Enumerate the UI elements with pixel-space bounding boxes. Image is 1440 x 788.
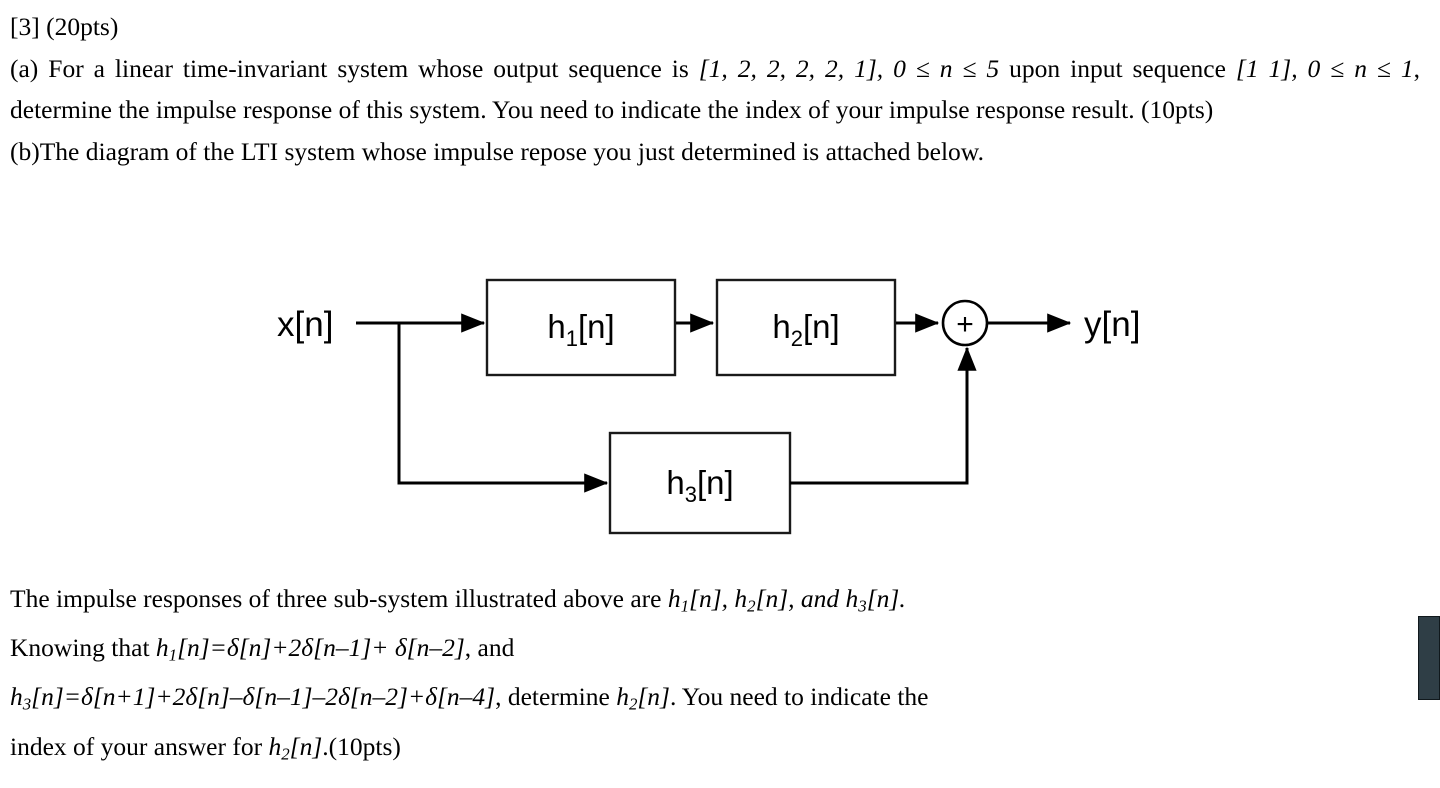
closing-line-4: index of your answer for h2[n].(10pts) xyxy=(10,726,1420,775)
closing-h2-sub: 2 xyxy=(747,596,756,616)
h2-ref-sub-2: 2 xyxy=(281,744,290,764)
lti-system-block-diagram: h1[n] h2[n] + xyxy=(0,250,1440,560)
vertical-scrollbar-thumb[interactable] xyxy=(1418,616,1440,700)
h2-ref-post-1: [n] xyxy=(637,682,670,712)
block-h3-base: h xyxy=(666,464,684,501)
block-h3: h3[n] xyxy=(608,431,792,535)
closing-h1-base: h xyxy=(667,584,681,613)
closing-line-2: Knowing that h1[n]=δ[n]+2δ[n–1]+ δ[n–2],… xyxy=(10,627,1420,676)
block-h3-tail: [n] xyxy=(697,464,734,501)
part-a-prefix: (a) For a linear time-invariant system w… xyxy=(10,53,699,83)
input-signal-label: x[n] xyxy=(277,305,333,344)
problem-statement-intro: [3] (20pts) (a) For a linear time-invari… xyxy=(10,6,1420,172)
closing-h3-base: h xyxy=(845,584,859,613)
part-a-output-sequence: [1, 2, 2, 2, 2, 1], 0 ≤ n ≤ 5 xyxy=(698,53,1000,83)
block-h1-sub: 1 xyxy=(566,326,578,351)
closing-line-3: h3[n]=δ[n+1]+2δ[n]–δ[n–1]–2δ[n–2]+δ[n–4]… xyxy=(10,676,1420,725)
block-h2-tail: [n] xyxy=(803,308,840,345)
closing-line-1: The impulse responses of three sub-syste… xyxy=(10,578,1420,627)
closing-line-2-post: , and xyxy=(464,633,515,663)
closing-line-4-tail: .(10pts) xyxy=(322,731,401,761)
block-h2-base: h xyxy=(772,308,790,345)
h3-formula-base: h xyxy=(10,682,23,712)
part-b-line: (b)The diagram of the LTI system whose i… xyxy=(10,136,984,166)
h1-formula-sub: 1 xyxy=(168,645,178,665)
h2-ref-sub-1: 2 xyxy=(628,695,638,715)
input-branch-wire xyxy=(397,323,609,493)
block-h2-label: h2[n] xyxy=(772,308,839,351)
block-h2: h2[n] xyxy=(715,278,897,377)
output-signal-label: y[n] xyxy=(1084,305,1140,344)
closing-line-3-mid: , determine xyxy=(495,682,617,712)
problem-header: [3] (20pts) xyxy=(10,12,119,41)
block-h2-sub: 2 xyxy=(791,326,803,351)
h2-ref-base-2: h xyxy=(268,731,282,761)
h1-formula-body: [n]=δ[n]+2δ[n–1]+ δ[n–2] xyxy=(177,633,465,663)
h2-ref-post-2: [n] xyxy=(289,731,323,761)
problem-statement-closing: The impulse responses of three sub-syste… xyxy=(10,578,1420,775)
closing-h3-post: [n]. xyxy=(866,584,906,613)
block-h3-label: h3[n] xyxy=(666,464,733,507)
h2-ref-base-1: h xyxy=(616,682,629,712)
adder-node: + xyxy=(941,299,989,347)
adder-plus-label: + xyxy=(956,308,974,341)
wire-h3-to-adder xyxy=(790,346,977,485)
part-a-input-sequence: [1 1], 0 ≤ n ≤ 1 xyxy=(1235,53,1414,83)
block-h3-sub: 3 xyxy=(685,482,697,507)
closing-h1-post: [n], xyxy=(689,584,735,613)
closing-line-2-pre: Knowing that xyxy=(10,633,156,663)
block-h1: h1[n] xyxy=(485,278,677,377)
part-a-paragraph: (a) For a linear time-invariant system w… xyxy=(10,48,1420,131)
closing-h3-sub: 3 xyxy=(858,596,867,616)
block-h1-base: h xyxy=(547,308,565,345)
closing-line-4-pre: index of your answer for xyxy=(10,731,269,761)
h3-formula-sub: 3 xyxy=(22,695,32,715)
closing-line-3-tail: . You need to indicate the xyxy=(669,682,929,712)
block-h1-label: h1[n] xyxy=(547,308,614,351)
part-a-suffix: , determine the impulse response of this… xyxy=(10,53,1420,125)
closing-h1-sub: 1 xyxy=(680,596,690,616)
part-a-mid: upon input sequence xyxy=(999,53,1236,83)
h3-formula-body: [n]=δ[n+1]+2δ[n]–δ[n–1]–2δ[n–2]+δ[n–4] xyxy=(31,682,496,712)
h1-formula-base: h xyxy=(155,633,169,663)
closing-h2-base: h xyxy=(734,584,748,613)
closing-line-1-pre: The impulse responses of three sub-syste… xyxy=(10,584,668,613)
closing-h2-post: [n], and xyxy=(755,584,846,613)
block-h1-tail: [n] xyxy=(578,308,615,345)
